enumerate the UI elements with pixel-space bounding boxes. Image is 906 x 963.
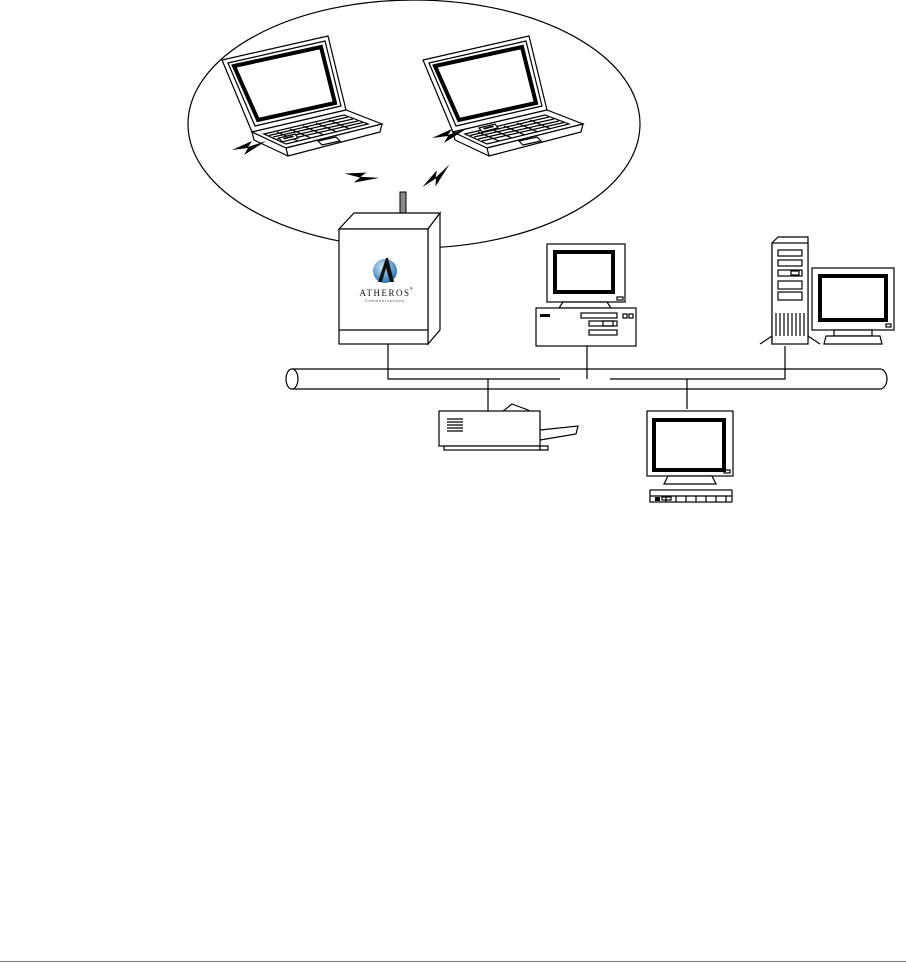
tower-server-icon — [760, 237, 820, 344]
laptop-icon — [222, 36, 382, 156]
workstation-icon — [647, 411, 733, 502]
atheros-logo-text: ATHEROS — [359, 288, 410, 298]
registered-mark: ® — [410, 286, 413, 291]
printer-icon — [439, 404, 578, 450]
wireless-signal-icon — [343, 165, 380, 191]
wireless-signal-icon — [419, 164, 456, 191]
wireless-signal-icon — [232, 141, 266, 155]
desktop-computer-icon — [536, 244, 636, 346]
page-bottom-rule — [0, 961, 906, 962]
access-point-icon: ATHEROS ® Communications — [339, 192, 440, 344]
server-monitor-icon — [812, 268, 894, 344]
atheros-logo-subtext: Communications — [365, 299, 405, 303]
